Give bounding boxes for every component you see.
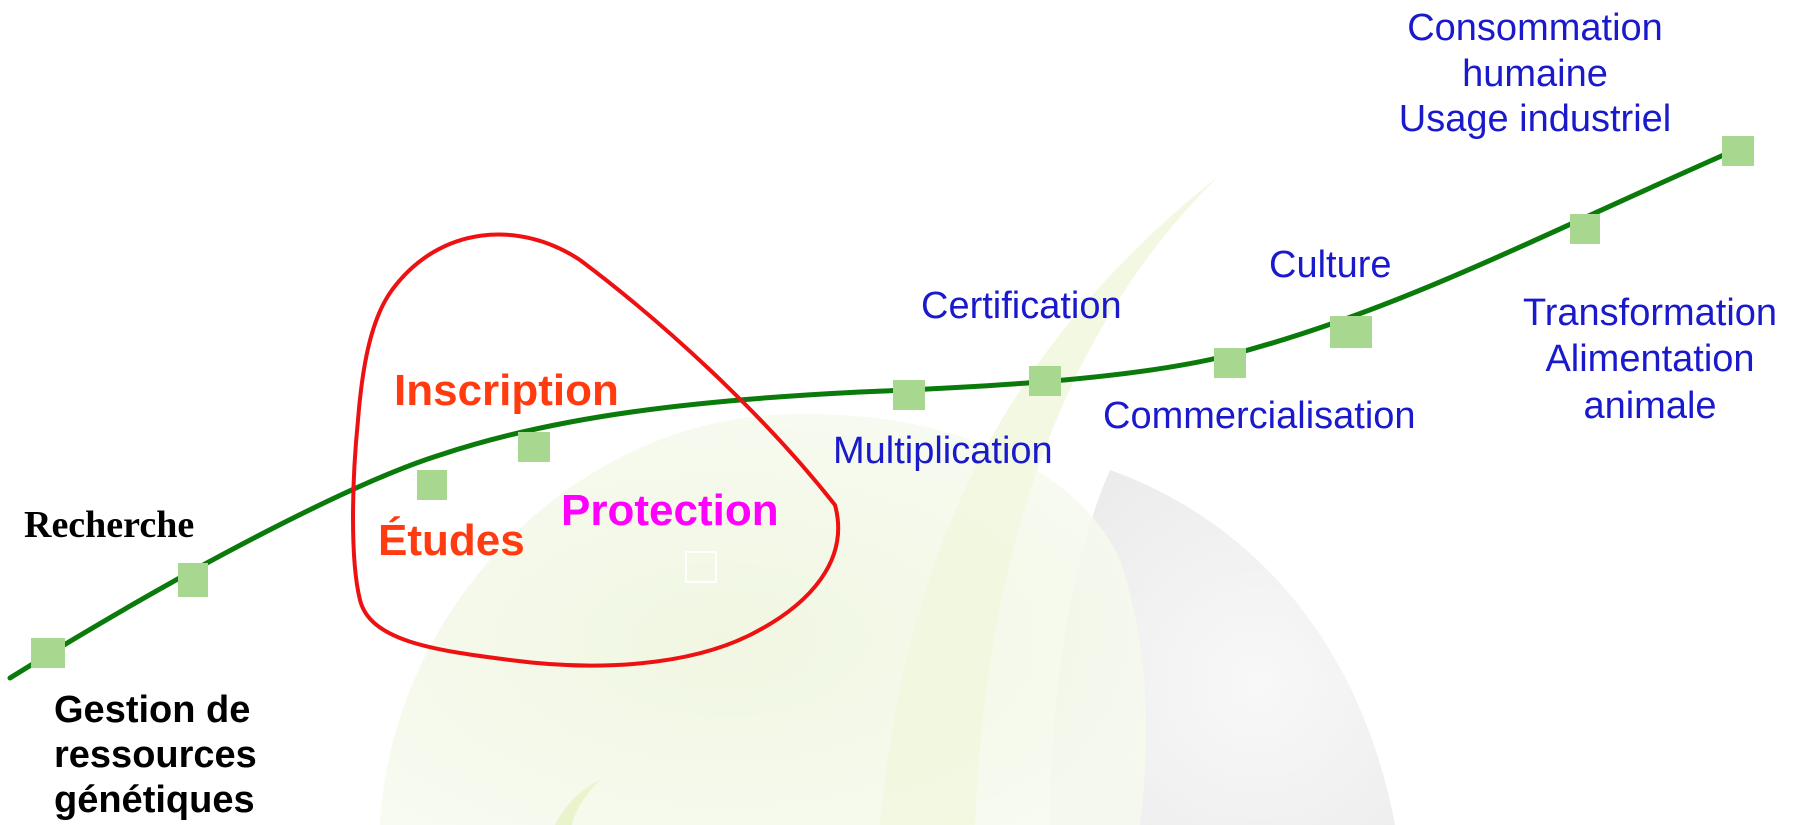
label-consommation: Consommation humaine Usage industriel [1360,6,1710,143]
marker-1 [31,638,65,668]
marker-3 [417,470,447,500]
label-etudes: Études [378,516,525,565]
marker-2 [178,563,208,597]
label-recherche: Recherche [24,504,195,546]
label-transformation-line-2: Alimentation [1545,338,1755,381]
label-consommation-line-2: humaine [1462,52,1608,95]
label-certification: Certification [921,285,1122,327]
label-transformation-line-3: animale [1583,384,1717,427]
label-gestion-line-3: génétiques [54,779,255,821]
label-consommation-line-1: Consommation [1407,7,1663,49]
label-consommation-line-3: Usage industriel [1398,98,1672,141]
label-gestion-line-1: Gestion de [54,689,251,731]
label-culture: Culture [1269,244,1392,286]
label-inscription: Inscription [394,366,619,415]
label-transformation-line-1: Transformation [1522,292,1778,334]
marker-9 [1570,214,1600,244]
label-transformation: Transformation Alimentation animale [1485,290,1815,429]
label-gestion: Gestion de ressources génétiques [54,688,257,823]
marker-10 [1722,136,1754,166]
label-protection: Protection [561,486,779,535]
background-leaf [880,175,1220,825]
marker-empty [685,551,717,583]
marker-8 [1330,316,1372,348]
marker-6 [1029,366,1061,396]
label-gestion-line-2: ressources [54,734,257,776]
label-commercialisation: Commercialisation [1103,395,1416,437]
marker-4 [518,432,550,462]
highlight-loop [351,232,841,668]
marker-7 [1214,348,1246,378]
label-multiplication: Multiplication [833,430,1053,472]
background-sprout [555,780,600,825]
marker-5 [893,380,925,410]
value-chain-path [7,147,1738,681]
